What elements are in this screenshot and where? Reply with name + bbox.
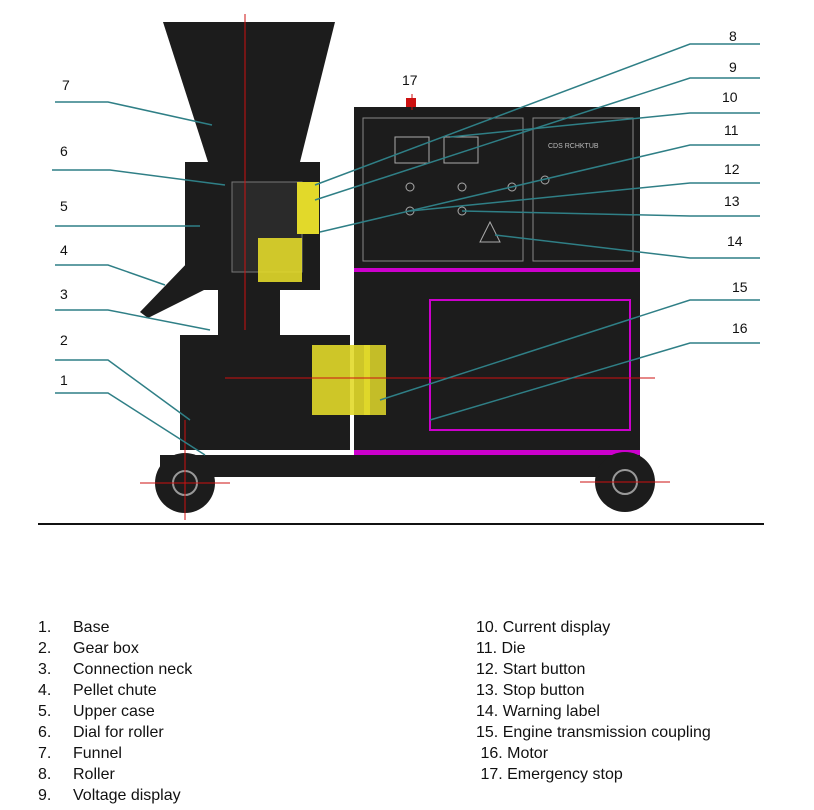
funnel: [163, 22, 335, 162]
legend-item: 6.Dial for roller: [38, 724, 164, 741]
warning-label: [479, 220, 501, 243]
callout-9: 9: [729, 59, 737, 75]
legend-item: 1.Base: [38, 619, 110, 636]
callout-17: 17: [402, 72, 418, 88]
cabinet-right-door: [532, 117, 634, 262]
legend-item: 8.Roller: [38, 766, 115, 783]
motor-housing: [354, 272, 640, 457]
voltage-display: [394, 136, 430, 164]
callout-11: 11: [724, 122, 739, 138]
emergency-stop: [406, 98, 416, 107]
callout-8: 8: [729, 28, 737, 44]
legend-item: 4.Pellet chute: [38, 682, 157, 699]
motor-base-strip: [354, 450, 640, 455]
legend-item: 13. Stop button: [476, 682, 585, 699]
callout-7: 7: [62, 77, 70, 93]
roller: [297, 182, 319, 234]
callout-6: 6: [60, 143, 68, 159]
legend-item: 12. Start button: [476, 661, 586, 678]
legend-item: 10. Current display: [476, 619, 611, 636]
callout-14: 14: [727, 233, 743, 249]
callout-4: 4: [60, 242, 68, 258]
legend-item: 5.Upper case: [38, 703, 155, 720]
legend-item: 17. Emergency stop: [476, 766, 623, 783]
motor-outline: [429, 299, 631, 431]
callout-12: 12: [724, 161, 740, 177]
cabinet-left-door: [362, 117, 524, 262]
callout-10: 10: [722, 89, 738, 105]
cabinet-plate-text: CDS RCHKTUB: [548, 143, 599, 150]
leader-lines: [52, 43, 760, 456]
legend-item: 16. Motor: [476, 745, 549, 762]
legend-item: 7.Funnel: [38, 745, 122, 762]
connection-neck: [218, 290, 280, 335]
control-cabinet: [354, 107, 640, 268]
legend-right: 10. Current display 11. Die 12. Start bu…: [476, 617, 711, 785]
current-display: [443, 136, 479, 164]
coupling: [312, 345, 370, 415]
callout-3: 3: [60, 286, 68, 302]
callout-16: 16: [732, 320, 748, 336]
base-frame: [160, 455, 640, 477]
legend-item: 15. Engine transmission coupling: [476, 724, 711, 741]
legend-item: 11. Die: [476, 640, 526, 657]
callout-5: 5: [60, 198, 68, 214]
callout-13: 13: [724, 193, 740, 209]
legend-left: 1.Base 2.Gear box 3.Connection neck 4.Pe…: [38, 617, 192, 806]
die: [258, 238, 302, 282]
legend-item: 14. Warning label: [476, 703, 600, 720]
pellet-chute: [140, 258, 212, 318]
legend-item: 2.Gear box: [38, 640, 139, 657]
callout-2: 2: [60, 332, 68, 348]
legend-item: 9.Voltage display: [38, 787, 181, 804]
motor-top-strip: [354, 268, 640, 272]
machine-diagram: CDS RCHKTUB 7 6: [38, 14, 764, 525]
callout-1: 1: [60, 372, 68, 388]
callout-15: 15: [732, 279, 748, 295]
legend-item: 3.Connection neck: [38, 661, 193, 678]
